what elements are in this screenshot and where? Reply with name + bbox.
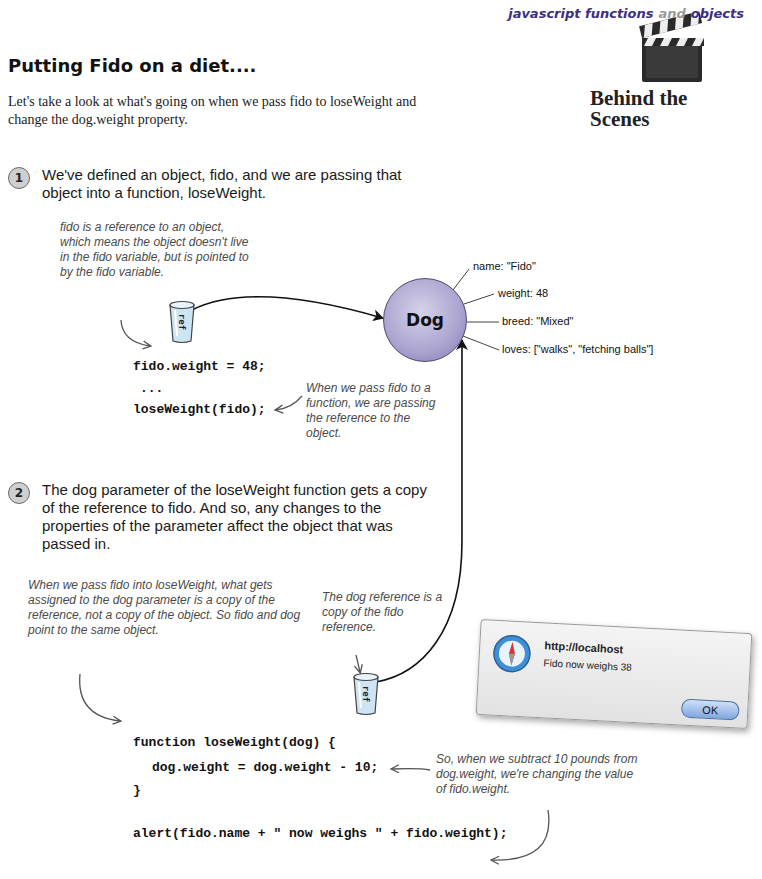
step-number-circle: 2: [8, 482, 30, 504]
code-line: function loseWeight(dog) {: [133, 735, 336, 750]
code-line: fido.weight = 48;: [133, 359, 266, 374]
node-text: ref: [361, 686, 371, 702]
node-text: http://localhost: [544, 639, 623, 655]
node-text: ref: [177, 314, 187, 330]
code-line: alert(fido.name + " now weighs " + fido.…: [133, 826, 507, 841]
section-banner: Behind the Scenes: [590, 88, 708, 130]
clapboard-icon: [639, 11, 704, 82]
property-label: loves: ["walks", "fetching balls"]: [502, 343, 653, 355]
code-line: ...: [140, 381, 163, 396]
code-line: dog.weight = dog.weight - 10;: [152, 760, 378, 775]
step-number-circle: 1: [8, 167, 30, 189]
page-title: Putting Fido on a diet....: [8, 55, 256, 76]
reference-cup: ref: [352, 672, 380, 716]
handwritten-note: So, when we subtract 10 pounds from dog.…: [436, 752, 641, 797]
property-label: breed: "Mixed": [502, 315, 573, 327]
reference-cup: ref: [168, 300, 196, 344]
object-circle: Dog: [383, 278, 467, 362]
handwritten-note: When we pass fido into loseWeight, what …: [28, 578, 313, 638]
ok-button: OK: [681, 699, 740, 721]
node-text: 2: [15, 486, 23, 500]
alert-dialog: http://localhostFido now weighs 38 OK: [476, 619, 753, 729]
reference-arrow: [192, 297, 383, 318]
header-text: and: [658, 6, 685, 21]
property-label: weight: 48: [498, 287, 548, 299]
intro-text: Let's take a look at what's going on whe…: [8, 93, 453, 129]
code-line: }: [133, 783, 141, 798]
step-text: We've defined an object, fido, and we ar…: [42, 166, 422, 202]
property-label: name: "Fido": [473, 260, 536, 272]
step-text: The dog parameter of the loseWeight func…: [42, 481, 427, 553]
header-text: javascript functions: [508, 6, 653, 21]
node-text: 1: [15, 171, 23, 185]
code-line: loseWeight(fido);: [133, 402, 266, 417]
node-text: Dog: [406, 310, 444, 330]
header-text: objects: [691, 6, 744, 21]
node-text: Fido now weighs 38: [543, 657, 632, 673]
handwritten-note: fido is a reference to an object, which …: [60, 220, 255, 280]
node-text: OK: [702, 703, 719, 716]
handwritten-note: When we pass fido to a function, we are …: [306, 381, 446, 441]
handwritten-note: The dog reference is a copy of the fido …: [322, 590, 447, 635]
